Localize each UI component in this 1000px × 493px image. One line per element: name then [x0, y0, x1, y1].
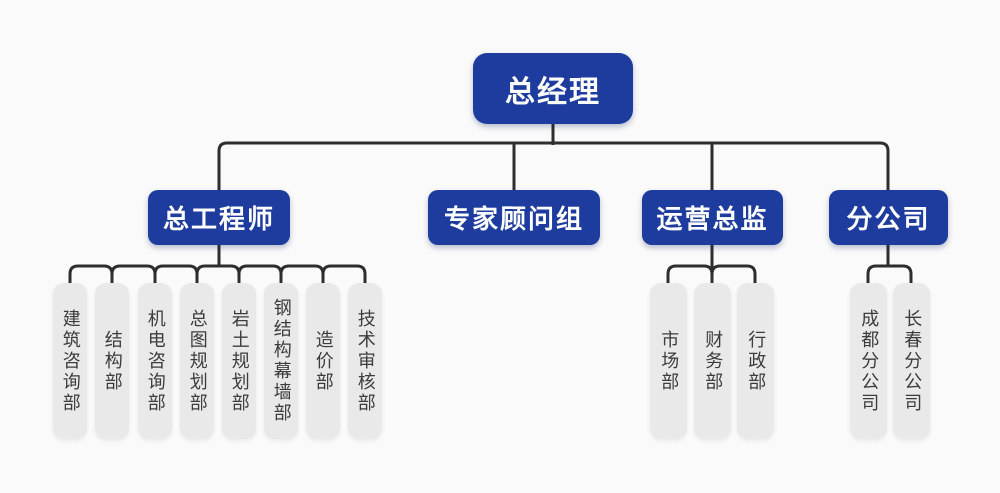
dept-label: 机电咨询部	[145, 308, 166, 414]
branch-changchun: 长春分公司	[893, 283, 930, 439]
dept-marketing: 市场部	[650, 283, 687, 439]
node-operations-director: 运营总监	[642, 190, 783, 245]
branch-chengdu: 成都分公司	[850, 283, 887, 439]
dept-structure: 结构部	[95, 283, 129, 439]
dept-label: 市场部	[659, 329, 680, 393]
node-general-manager: 总经理	[473, 53, 633, 124]
dept-label: 岩土规划部	[229, 308, 250, 414]
dept-label: 总图规划部	[187, 308, 208, 414]
dept-finance: 财务部	[694, 283, 731, 439]
dept-master-plan: 总图规划部	[180, 283, 214, 439]
node-chief-engineer: 总工程师	[148, 190, 290, 245]
dept-geotech-planning: 岩土规划部	[222, 283, 256, 439]
node-branch-company: 分公司	[829, 190, 948, 245]
dept-label: 行政部	[746, 329, 767, 393]
dept-admin: 行政部	[737, 283, 774, 439]
dept-label: 财务部	[703, 329, 724, 393]
node-expert-advisory-group: 专家顾问组	[428, 190, 600, 245]
dept-mep-consulting: 机电咨询部	[138, 283, 172, 439]
dept-tech-review: 技术审核部	[348, 283, 382, 439]
dept-cost: 造价部	[306, 283, 340, 439]
dept-steel-curtainwall: 钢结构幕墙部	[264, 283, 298, 439]
branch-label: 成都分公司	[859, 308, 880, 414]
branch-label: 长春分公司	[902, 308, 923, 414]
dept-label: 造价部	[313, 329, 334, 393]
dept-label: 钢结构幕墙部	[271, 298, 292, 424]
dept-label: 结构部	[102, 329, 123, 393]
dept-architecture-consulting: 建筑咨询部	[53, 283, 87, 439]
dept-label: 建筑咨询部	[60, 308, 81, 414]
dept-label: 技术审核部	[355, 308, 376, 414]
connector-level2-rail	[217, 141, 890, 192]
